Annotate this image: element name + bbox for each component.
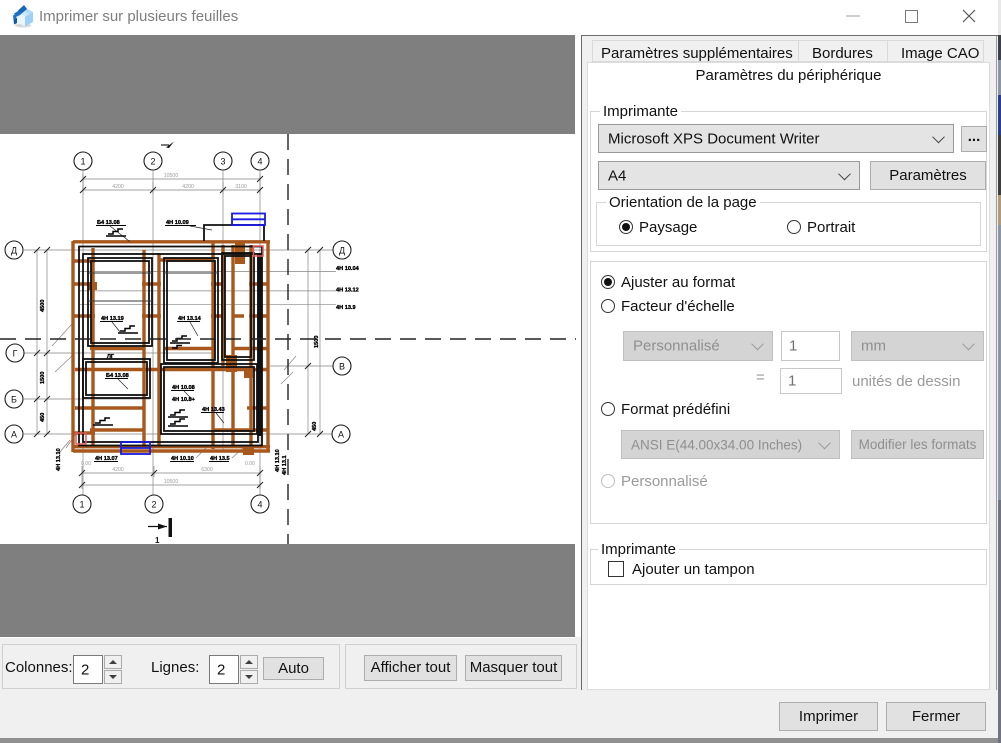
svg-text:2: 2 — [150, 157, 155, 167]
svg-text:0.00: 0.00 — [81, 461, 91, 467]
svg-text:1: 1 — [155, 536, 160, 544]
svg-text:6300: 6300 — [201, 467, 213, 473]
svg-text:4200: 4200 — [112, 467, 124, 473]
svg-text:1500: 1500 — [314, 336, 320, 348]
svg-text:Б: Б — [11, 395, 17, 405]
svg-text:Д: Д — [11, 246, 17, 256]
svg-text:4Н 13.1: 4Н 13.1 — [282, 455, 288, 475]
svg-text:4Н 13.43: 4Н 13.43 — [202, 407, 225, 413]
svg-text:4Н 13.14: 4Н 13.14 — [178, 316, 202, 322]
svg-text:450: 450 — [40, 413, 46, 422]
svg-text:4Н 13.9: 4Н 13.9 — [336, 305, 356, 311]
svg-text:4Н 10.08: 4Н 10.08 — [172, 385, 195, 391]
svg-text:4Н 13.10: 4Н 13.10 — [56, 448, 62, 471]
svg-text:4500: 4500 — [40, 300, 46, 312]
svg-text:10500: 10500 — [164, 173, 179, 179]
svg-text:4Н 13.19: 4Н 13.19 — [101, 316, 124, 322]
svg-text:4Н 13.10: 4Н 13.10 — [275, 449, 281, 472]
svg-text:4Н 10.09: 4Н 10.09 — [166, 220, 189, 226]
svg-text:1: 1 — [80, 157, 85, 167]
svg-text:4Н 10.04: 4Н 10.04 — [336, 266, 360, 272]
svg-text:1: 1 — [79, 500, 84, 510]
svg-text:4Н 10.8+: 4Н 10.8+ — [172, 397, 196, 403]
svg-text:450: 450 — [312, 422, 318, 431]
svg-text:2: 2 — [151, 500, 156, 510]
svg-text:4Н 10.10: 4Н 10.10 — [171, 456, 194, 462]
svg-text:В: В — [339, 362, 345, 372]
svg-text:Г: Г — [13, 349, 18, 359]
svg-text:1500: 1500 — [40, 372, 46, 384]
svg-text:Б4 13.08: Б4 13.08 — [97, 220, 120, 226]
svg-text:10500: 10500 — [164, 479, 179, 485]
svg-text:4Н 13.12: 4Н 13.12 — [336, 288, 359, 294]
svg-text:3: 3 — [220, 157, 225, 167]
svg-text:4200: 4200 — [112, 184, 124, 190]
svg-text:4: 4 — [257, 500, 262, 510]
svg-text:4200: 4200 — [182, 184, 194, 190]
svg-text:ЛГ: ЛГ — [107, 354, 115, 360]
svg-text:4Н 13.07: 4Н 13.07 — [95, 456, 118, 462]
svg-text:А: А — [11, 430, 17, 440]
svg-text:Д: Д — [339, 246, 345, 256]
svg-text:4Н 13.5: 4Н 13.5 — [210, 456, 230, 462]
svg-text:3100: 3100 — [235, 184, 247, 190]
svg-text:4: 4 — [257, 157, 262, 167]
svg-text:Б4 13.08: Б4 13.08 — [106, 373, 129, 379]
svg-text:0.00: 0.00 — [245, 461, 255, 467]
svg-text:А: А — [338, 430, 344, 440]
